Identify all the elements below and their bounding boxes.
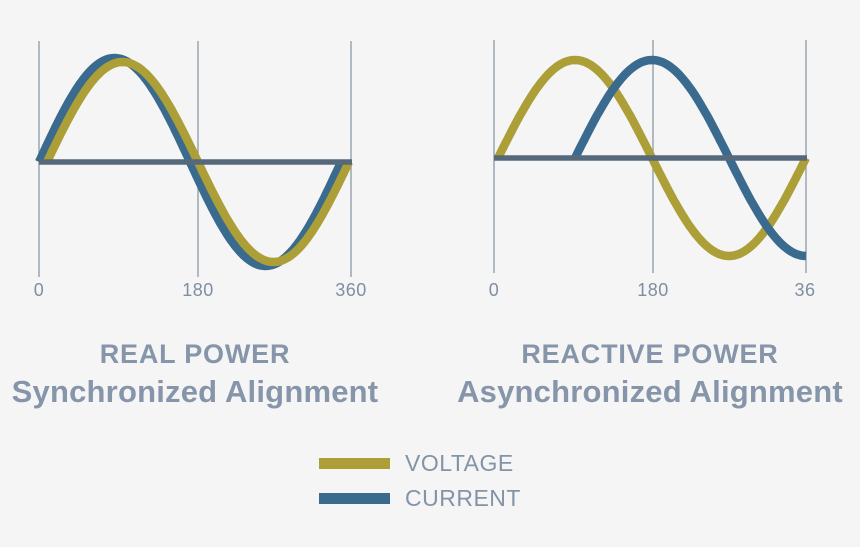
current-swatch [319,493,390,504]
tick-label: 0 [488,280,500,300]
real-power-plot [35,41,353,277]
tick-label: 0 [33,280,45,300]
reactive-power-title: REACTIVE POWER [521,339,779,369]
tick-label: 36 [794,280,816,300]
reactive-power-subtitle: Asynchronized Alignment [457,374,843,409]
voltage-swatch [319,458,390,469]
current-legend-label: CURRENT [405,485,521,511]
tick-label: 180 [637,280,669,300]
real-power-title: REAL POWER [99,339,291,369]
real-power-subtitle: Synchronized Alignment [11,374,379,409]
legend-item-current: CURRENT [319,485,521,512]
reactive-power-plot [493,40,810,273]
current-curve [571,55,807,261]
tick-label: 180 [182,280,214,300]
legend: VOLTAGE CURRENT [319,450,521,512]
tick-label: 360 [335,280,367,300]
legend-item-voltage: VOLTAGE [319,450,521,477]
voltage-legend-label: VOLTAGE [405,450,514,476]
